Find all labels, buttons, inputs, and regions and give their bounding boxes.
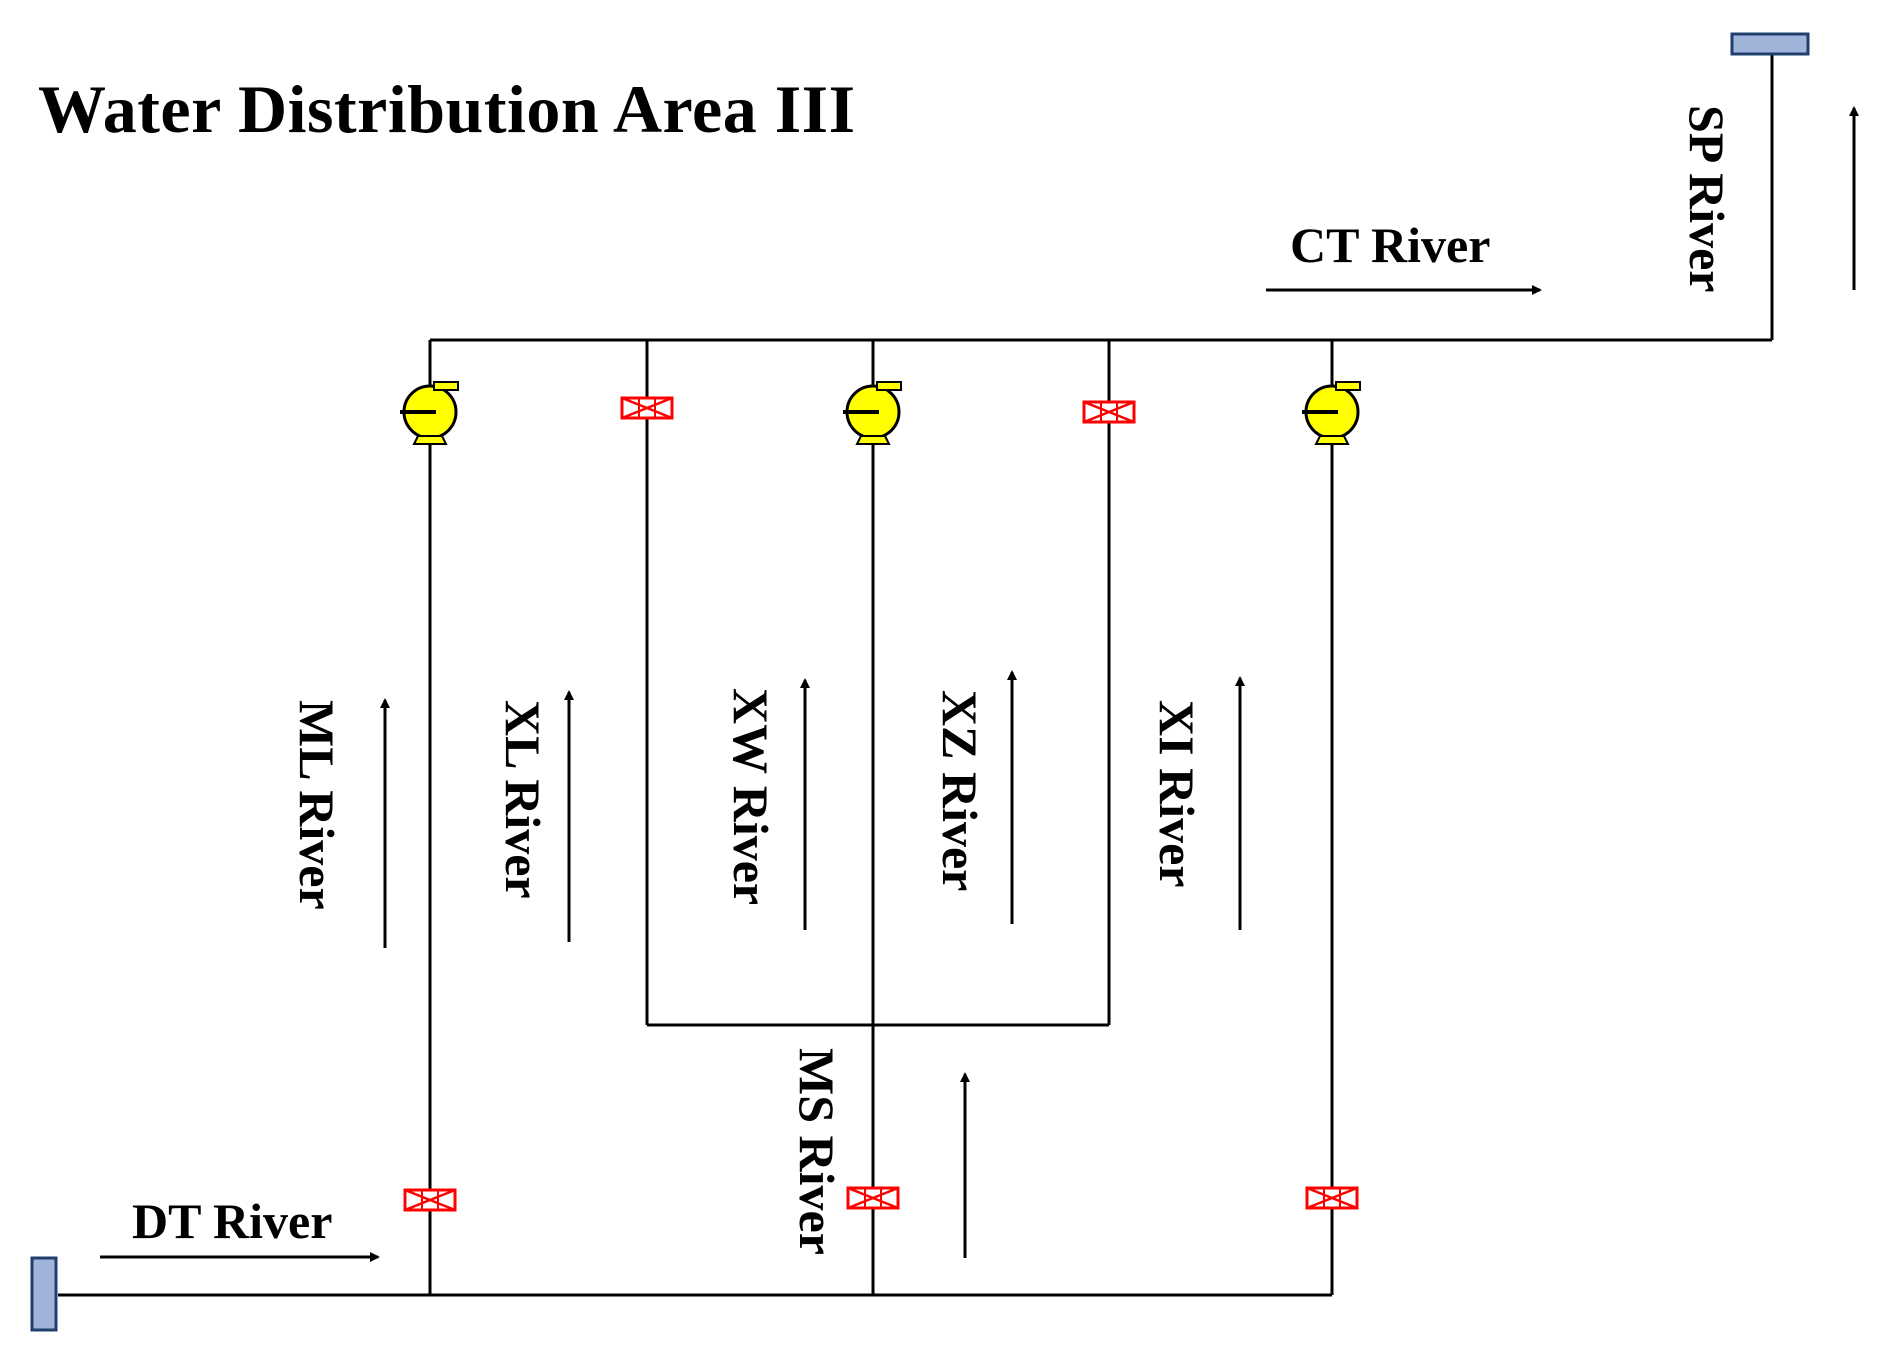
- ml-bottom-valve-icon: [403, 1188, 457, 1212]
- ms-bottom-valve-icon: [846, 1186, 900, 1210]
- ml-river-label: ML River: [289, 700, 345, 910]
- ct-river-label: CT River: [1290, 217, 1490, 273]
- xi-pump-icon: [1300, 380, 1362, 446]
- xl-river-label: XL River: [495, 700, 551, 899]
- dt-river-label: DT River: [132, 1193, 332, 1249]
- sp-river-label: SP River: [1679, 105, 1735, 292]
- flow-arrows: [100, 106, 1859, 1262]
- sp-reservoir-icon: [1730, 32, 1810, 56]
- xz-river-label: XZ River: [932, 690, 988, 891]
- ms-river-label: MS River: [789, 1048, 845, 1255]
- xi-bottom-valve-icon: [1305, 1186, 1359, 1210]
- xw-pump-icon: [841, 380, 903, 446]
- diagram-title: Water Distribution Area III: [38, 71, 856, 147]
- ml-pump-icon: [398, 380, 460, 446]
- xl-valve-icon: [620, 396, 674, 420]
- dt-reservoir-icon: [30, 1256, 58, 1332]
- pipe-network: [58, 55, 1774, 1297]
- xw-river-label: XW River: [723, 688, 779, 905]
- xz-valve-icon: [1082, 400, 1136, 424]
- xi-river-label: XI River: [1149, 700, 1205, 887]
